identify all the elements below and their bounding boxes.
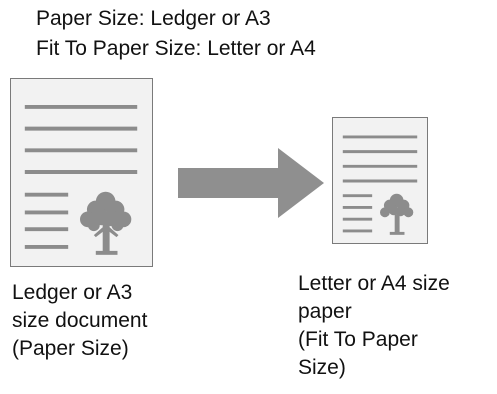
paper-size-label: Paper Size: Ledger or A3 xyxy=(36,7,271,30)
source-document-caption: Ledger or A3 size document (Paper Size) xyxy=(12,279,147,363)
caption-line: size document xyxy=(12,309,148,332)
right-arrow-icon xyxy=(178,148,324,218)
caption-line: Ledger or A3 xyxy=(12,281,133,304)
ledger-document-graphic xyxy=(24,104,138,255)
ledger-document-icon xyxy=(10,78,153,267)
tree-icon xyxy=(80,191,132,255)
letter-document-graphic xyxy=(342,135,418,235)
caption-line: Size) xyxy=(298,356,346,379)
letter-document-icon xyxy=(332,117,428,244)
caption-line: Letter or A4 size xyxy=(298,272,450,295)
output-paper-caption: Letter or A4 size paper (Fit To Paper Si… xyxy=(298,270,450,382)
fit-to-paper-size-label: Fit To Paper Size: Letter or A4 xyxy=(36,37,316,60)
caption-line: (Paper Size) xyxy=(12,337,129,360)
tree-icon xyxy=(380,193,414,235)
caption-line: (Fit To Paper xyxy=(298,328,418,351)
caption-line: paper xyxy=(298,300,352,323)
